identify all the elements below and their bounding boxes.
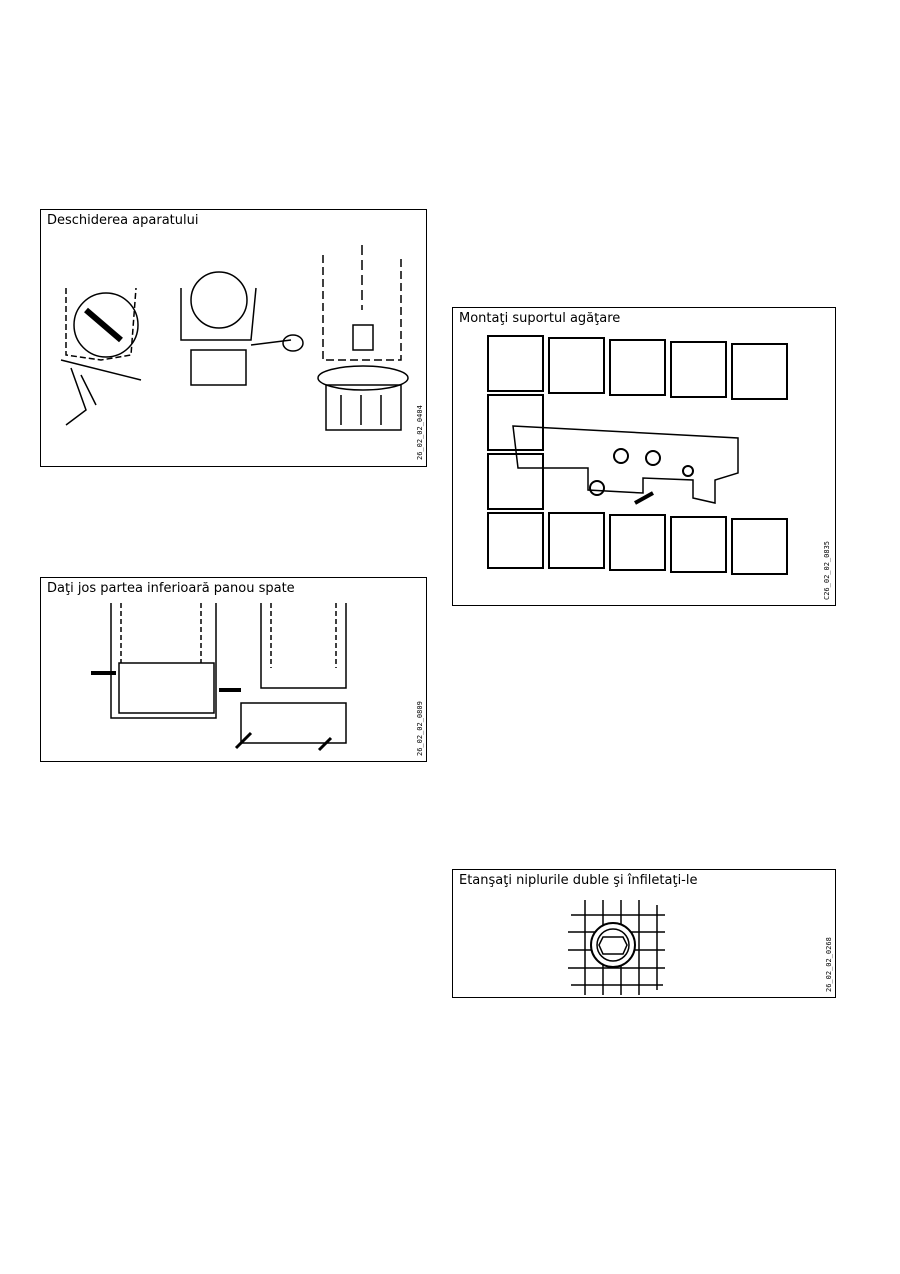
figure-code: 26_02_02_0404 (416, 405, 424, 460)
figure-caption: Deschiderea aparatului (47, 213, 199, 228)
seal-nipples-illustration (568, 900, 665, 995)
figure-code: 26_02_02_0809 (416, 701, 424, 756)
figure-caption: Montaţi suportul agăţare (459, 311, 621, 326)
figure-open-device: Deschiderea aparatului 26_02_02_0404 (40, 209, 427, 467)
lower-panel-illustration (91, 603, 347, 752)
open-device-illustration (60, 245, 409, 431)
figure-mount-bracket: Montaţi suportul agăţare C26_02_02_0835 (452, 307, 836, 606)
figure-caption: Daţi jos partea inferioară panou spate (47, 581, 295, 596)
figure-caption: Etanşaţi niplurile duble şi înfiletaţi-l… (459, 873, 698, 888)
mount-bracket-illustration (487, 335, 788, 575)
figure-code: 26_02_02_0268 (825, 937, 833, 992)
figure-seal-nipples: Etanşaţi niplurile duble şi înfiletaţi-l… (452, 869, 836, 998)
figure-code: C26_02_02_0835 (823, 540, 831, 600)
figure-lower-panel: Daţi jos partea inferioară panou spate 2… (40, 577, 427, 762)
